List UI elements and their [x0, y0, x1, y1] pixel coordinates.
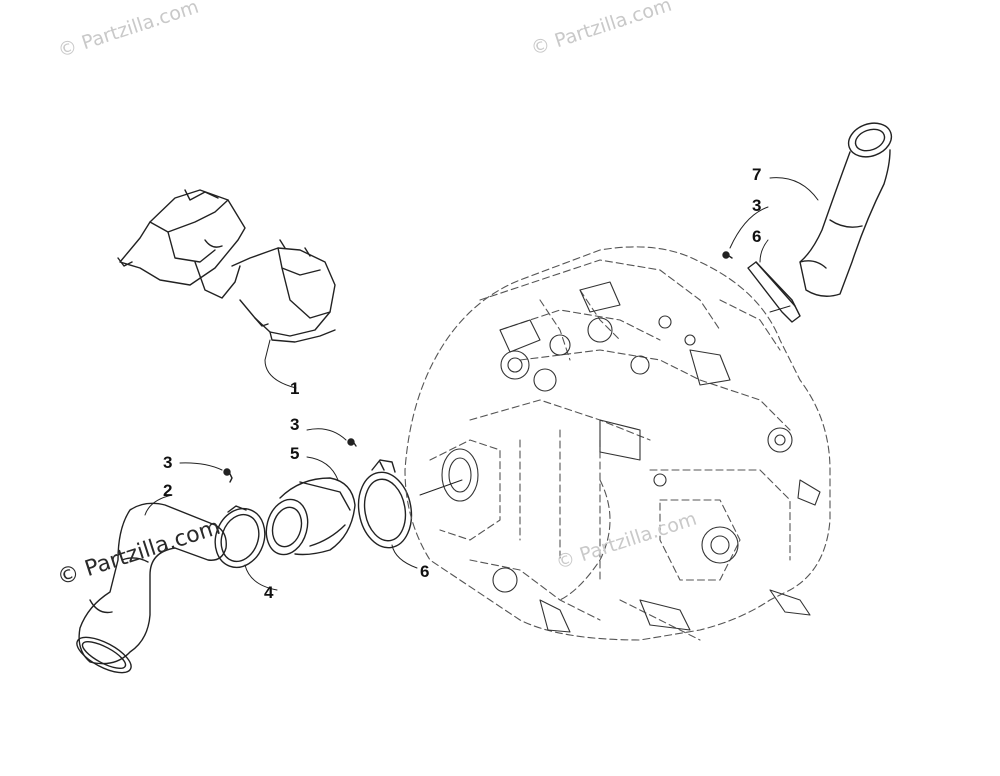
- callout-4: 4: [264, 583, 274, 602]
- callout-7: 7: [752, 165, 762, 184]
- callout-5: 5: [290, 444, 300, 463]
- callout-2: 2: [163, 481, 173, 500]
- callout-6-mid: 6: [420, 562, 430, 581]
- part-3-screws: [223, 251, 733, 483]
- callout-3-left: 3: [163, 453, 173, 472]
- part-5-boot: [265, 477, 356, 556]
- part-6-clamp-mid: [357, 459, 413, 549]
- engine-details: [441, 281, 821, 633]
- callout-6-right: 6: [752, 227, 762, 246]
- leader-lines: [144, 177, 819, 591]
- part-2-intake-hose: [76, 502, 227, 674]
- part-7-intake-tube: [799, 122, 893, 297]
- engine-phantom: [404, 246, 831, 641]
- callout-3-right: 3: [752, 196, 762, 215]
- callout-3-mid: 3: [290, 415, 300, 434]
- part-1-air-duct-cover: [117, 189, 336, 343]
- callout-1: 1: [290, 379, 300, 398]
- part-4-clamp: [214, 505, 266, 569]
- part-6-clamp-right: [747, 261, 801, 323]
